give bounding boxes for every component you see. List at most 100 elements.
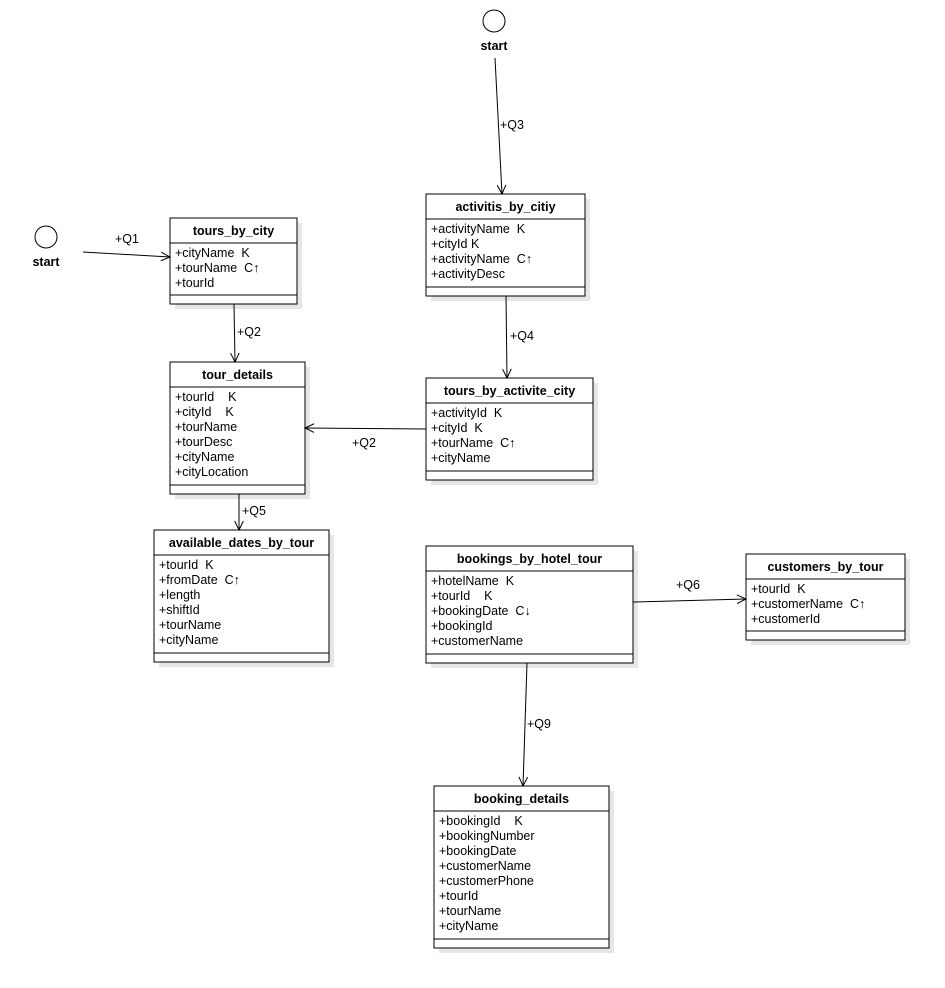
arrowhead-icon (234, 520, 244, 532)
association-edge[interactable]: +Q4 (502, 295, 534, 380)
class-box (425, 377, 594, 481)
class-attribute: +tourId K (159, 558, 214, 572)
association-edge[interactable]: +Q5 (234, 494, 266, 532)
class-box (169, 217, 298, 305)
edge-label: +Q1 (115, 232, 139, 246)
class-tours-by-activite-city[interactable]: tours_by_activite_city+activityId K+city… (425, 377, 598, 485)
start-node[interactable]: start (32, 225, 60, 269)
association-edge[interactable]: +Q1 (82, 232, 172, 262)
class-attribute: +hotelName K (431, 574, 515, 588)
class-attribute: +tourId K (175, 390, 237, 404)
class-activitis-by-citiy[interactable]: activitis_by_citiy +activityName K+cityId… (425, 193, 590, 301)
edge-line (494, 57, 503, 195)
class-attribute: +tourName C↑ (431, 436, 515, 450)
class-name: tour_details (202, 368, 273, 382)
association-edge[interactable]: +Q2 (303, 423, 427, 450)
arrowhead-icon (496, 184, 507, 196)
class-attribute: +tourName (175, 420, 237, 434)
class-customers-by-tour[interactable]: customers_by_tour +tourId K+customerName … (745, 553, 910, 645)
start-circle-icon (482, 9, 506, 33)
arrowhead-icon (230, 352, 240, 364)
class-attribute: +fromDate C↑ (159, 573, 240, 587)
start-label: start (480, 39, 508, 53)
class-attribute: +tourId K (431, 589, 493, 603)
class-attribute: +cityName (439, 919, 498, 933)
edge-line (632, 598, 747, 603)
class-available-dates-by-tour[interactable]: available_dates_by_tour +tourId K+fromDat… (153, 529, 334, 667)
arrowhead-icon (160, 251, 172, 262)
arrowhead-icon (502, 368, 512, 380)
class-box (425, 545, 634, 664)
class-tours-by-city[interactable]: tours_by_city +cityName K+tourName C↑+tou… (169, 217, 302, 309)
association-edge[interactable]: +Q2 (230, 303, 262, 364)
class-attribute: +customerId (751, 612, 820, 626)
class-name: activitis_by_citiy (455, 200, 555, 214)
class-attribute: +shiftId (159, 603, 200, 617)
class-name: tours_by_activite_city (444, 384, 575, 398)
class-attribute: +bookingNumber (439, 829, 535, 843)
start-node[interactable]: start (480, 9, 508, 53)
class-attribute: +bookingDate C↓ (431, 604, 531, 618)
class-box (153, 529, 330, 663)
edge-label: +Q9 (527, 717, 551, 731)
class-attribute: +tourName (439, 904, 501, 918)
class-attribute: +cityId K (431, 237, 480, 251)
class-attribute: +activityId K (431, 406, 503, 420)
class-attribute: +cityLocation (175, 465, 248, 479)
class-tour-details[interactable]: tour_details+tourId K+cityId K+tourName+… (169, 361, 310, 499)
class-name: booking_details (474, 792, 569, 806)
class-attribute: +customerName (431, 634, 523, 648)
edge-label: +Q5 (242, 504, 266, 518)
class-attribute: +activityName K (431, 222, 526, 236)
edge-line (233, 303, 236, 363)
arrowhead-icon (518, 776, 529, 788)
class-attribute: +cityName (159, 633, 218, 647)
class-name: available_dates_by_tour (169, 536, 314, 550)
class-booking-details[interactable]: booking_details +bookingId K+bookingNumbe… (433, 785, 614, 953)
start-label: start (32, 255, 60, 269)
class-attribute: +cityName (431, 451, 490, 465)
edge-label: +Q4 (510, 329, 534, 343)
class-attribute: +activityName C↑ (431, 252, 532, 266)
class-name: customers_by_tour (767, 560, 883, 574)
start-circle-icon (34, 225, 58, 249)
class-box (425, 193, 586, 297)
class-attribute: +cityName (175, 450, 234, 464)
class-attribute: +cityId K (175, 405, 234, 419)
edge-line (522, 662, 528, 787)
class-attribute: +tourName (159, 618, 221, 632)
edge-label: +Q3 (500, 118, 524, 132)
class-attribute: +cityId K (431, 421, 483, 435)
association-edge[interactable]: +Q9 (518, 662, 551, 788)
class-attribute: +bookingDate (439, 844, 517, 858)
arrowhead-icon (303, 423, 315, 433)
class-attribute: +bookingId K (439, 814, 523, 828)
edge-line (304, 427, 427, 430)
class-attribute: +customerName (439, 859, 531, 873)
edge-label: +Q2 (352, 436, 376, 450)
class-attribute: +activityDesc (431, 267, 505, 281)
edge-line (505, 295, 508, 379)
class-attribute: +cityName K (175, 246, 250, 260)
edge-line (82, 251, 171, 258)
association-edge[interactable]: +Q6 (632, 578, 748, 605)
class-attribute: +tourDesc (175, 435, 232, 449)
class-attribute: +customerPhone (439, 874, 534, 888)
class-name: bookings_by_hotel_tour (457, 552, 602, 566)
class-attribute: +tourId K (751, 582, 806, 596)
class-attribute: +tourId (175, 276, 214, 290)
class-box (745, 553, 906, 641)
arrowhead-icon (736, 594, 748, 605)
edge-label: +Q2 (237, 325, 261, 339)
class-attribute: +tourId (439, 889, 478, 903)
class-attribute: +customerName C↑ (751, 597, 865, 611)
class-attribute: +length (159, 588, 200, 602)
association-edge[interactable]: +Q3 (494, 57, 524, 196)
class-bookings-by-hotel-tour[interactable]: bookings_by_hotel_tour +hotelName K+tourI… (425, 545, 638, 668)
class-box (169, 361, 306, 495)
class-name: tours_by_city (193, 224, 274, 238)
class-attribute: +tourName C↑ (175, 261, 259, 275)
edge-label: +Q6 (676, 578, 700, 592)
class-attribute: +bookingId (431, 619, 493, 633)
